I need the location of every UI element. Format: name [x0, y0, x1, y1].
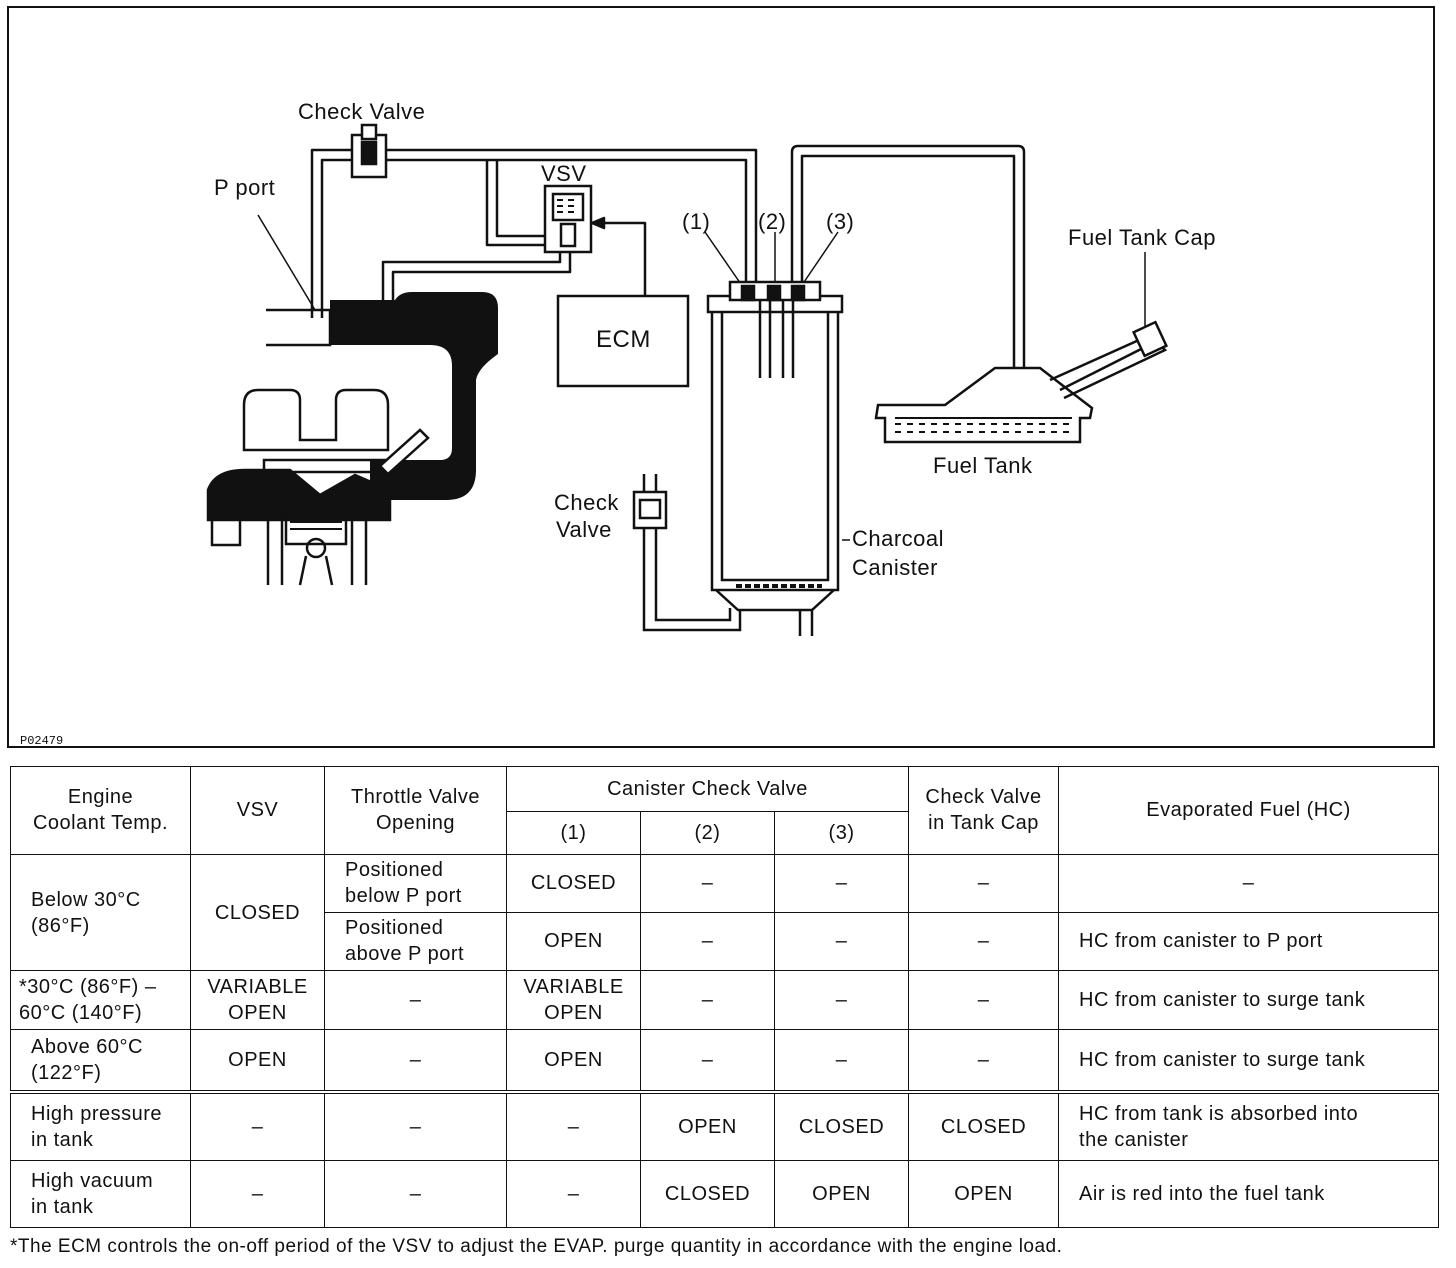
row-tank-cap: –	[908, 911, 1060, 972]
hose-vsv-to-surge-tank	[381, 252, 572, 315]
label-fuel-tank: Fuel Tank	[933, 453, 1033, 478]
label-ecm: ECM	[596, 326, 651, 353]
row-temp: *30°C (86°F) –60°C (140°F)	[10, 970, 191, 1030]
row-canister-2: CLOSED	[640, 1160, 775, 1228]
row-tank-cap: CLOSED	[908, 1089, 1060, 1162]
row-hc: Air is red into the fuel tank	[1058, 1160, 1440, 1228]
signal-arrow-icon	[590, 216, 606, 230]
lower-check-valve-icon	[632, 474, 742, 632]
label-check-valve-top: Check Valve	[298, 99, 426, 124]
row-canister-2: OPEN	[640, 1089, 775, 1162]
row-canister-3: OPEN	[773, 1160, 910, 1228]
engine-cylinder-icon	[206, 388, 430, 586]
label-check-valve-lower-1: Check	[554, 490, 619, 515]
row-throttle: –	[324, 1028, 507, 1093]
row-hc: HC from canister to surge tank	[1058, 970, 1440, 1030]
evap-system-diagram	[206, 123, 1169, 636]
p-port-leader	[257, 214, 316, 311]
table-row: Above 60°C(122°F) OPEN – OPEN – – – HC f…	[10, 1028, 1440, 1093]
header-canister-3: (3)	[773, 811, 910, 855]
row-hc: HC from canister to surge tank	[1058, 1028, 1440, 1093]
row-canister-1: OPEN	[506, 1028, 641, 1093]
row-vsv: –	[190, 1089, 325, 1162]
diagram-frame	[7, 6, 1435, 748]
row-vsv: CLOSED	[190, 853, 325, 972]
header-canister-2: (2)	[640, 811, 775, 855]
charcoal-canister	[706, 280, 844, 636]
row-throttle: –	[324, 1089, 507, 1162]
hose-canister-to-fuel-tank	[790, 144, 1026, 368]
header-evaporated-fuel: Evaporated Fuel (HC)	[1058, 766, 1440, 855]
label-fuel-tank-cap: Fuel Tank Cap	[1068, 225, 1216, 250]
label-port-3: (3)	[826, 209, 855, 234]
row-canister-2: –	[640, 970, 775, 1030]
hose-checkvalve-to-vsv	[485, 160, 545, 247]
row-vsv: OPEN	[190, 1028, 325, 1093]
row-canister-3: –	[773, 1028, 910, 1093]
label-charcoal-canister-2: Canister	[852, 555, 938, 580]
row-canister-2: –	[640, 911, 775, 972]
ecm-signal-wire	[597, 221, 647, 296]
row-canister-1: OPEN	[506, 911, 641, 972]
fuel-tank-icon	[874, 320, 1169, 444]
label-vsv: VSV	[541, 161, 587, 186]
port1-leader	[704, 231, 746, 291]
row-canister-2: –	[640, 853, 775, 913]
row-throttle: –	[324, 1160, 507, 1228]
label-port-2: (2)	[758, 209, 787, 234]
row-canister-3: –	[773, 853, 910, 913]
header-vsv: VSV	[190, 766, 325, 855]
row-tank-cap: –	[908, 853, 1060, 913]
row-canister-1: –	[506, 1160, 641, 1228]
header-canister-1: (1)	[506, 811, 641, 855]
ecm-box	[556, 294, 690, 388]
header-canister-check-valve: Canister Check Valve	[505, 765, 910, 813]
hose-pport-to-canister	[310, 148, 758, 318]
row-temp: Below 30°C(86°F)	[10, 853, 191, 972]
row-canister-1: –	[506, 1089, 641, 1162]
row-vsv: –	[190, 1160, 325, 1228]
port3-leader	[799, 231, 839, 289]
intake-manifold	[266, 292, 498, 500]
label-check-valve-lower-2: Valve	[556, 517, 612, 542]
row-tank-cap: OPEN	[908, 1160, 1060, 1228]
header-subrow: (1) (2) (3)	[11, 811, 1439, 855]
footnote: *The ECM controls the on-off period of t…	[10, 1236, 1063, 1257]
row-temp: Above 60°C(122°F)	[10, 1028, 191, 1093]
row-canister-1: CLOSED	[506, 853, 641, 913]
label-port-1: (1)	[682, 209, 711, 234]
row-canister-3: –	[773, 911, 910, 972]
label-p-port: P port	[214, 175, 276, 200]
row-tank-cap: –	[908, 1028, 1060, 1093]
label-charcoal-canister-1: Charcoal	[852, 526, 945, 551]
figure-id: P02479	[20, 734, 64, 748]
row-hc: –	[1058, 853, 1440, 913]
row-hc: HC from canister to P port	[1058, 911, 1440, 972]
row-throttle: –	[324, 970, 507, 1030]
row-canister-3: –	[773, 970, 910, 1030]
row-tank-cap: –	[908, 970, 1060, 1030]
row-canister-2: –	[640, 1028, 775, 1093]
upper-check-valve-icon	[350, 123, 388, 179]
row-canister-3: CLOSED	[773, 1089, 910, 1162]
vsv-icon	[543, 184, 593, 254]
